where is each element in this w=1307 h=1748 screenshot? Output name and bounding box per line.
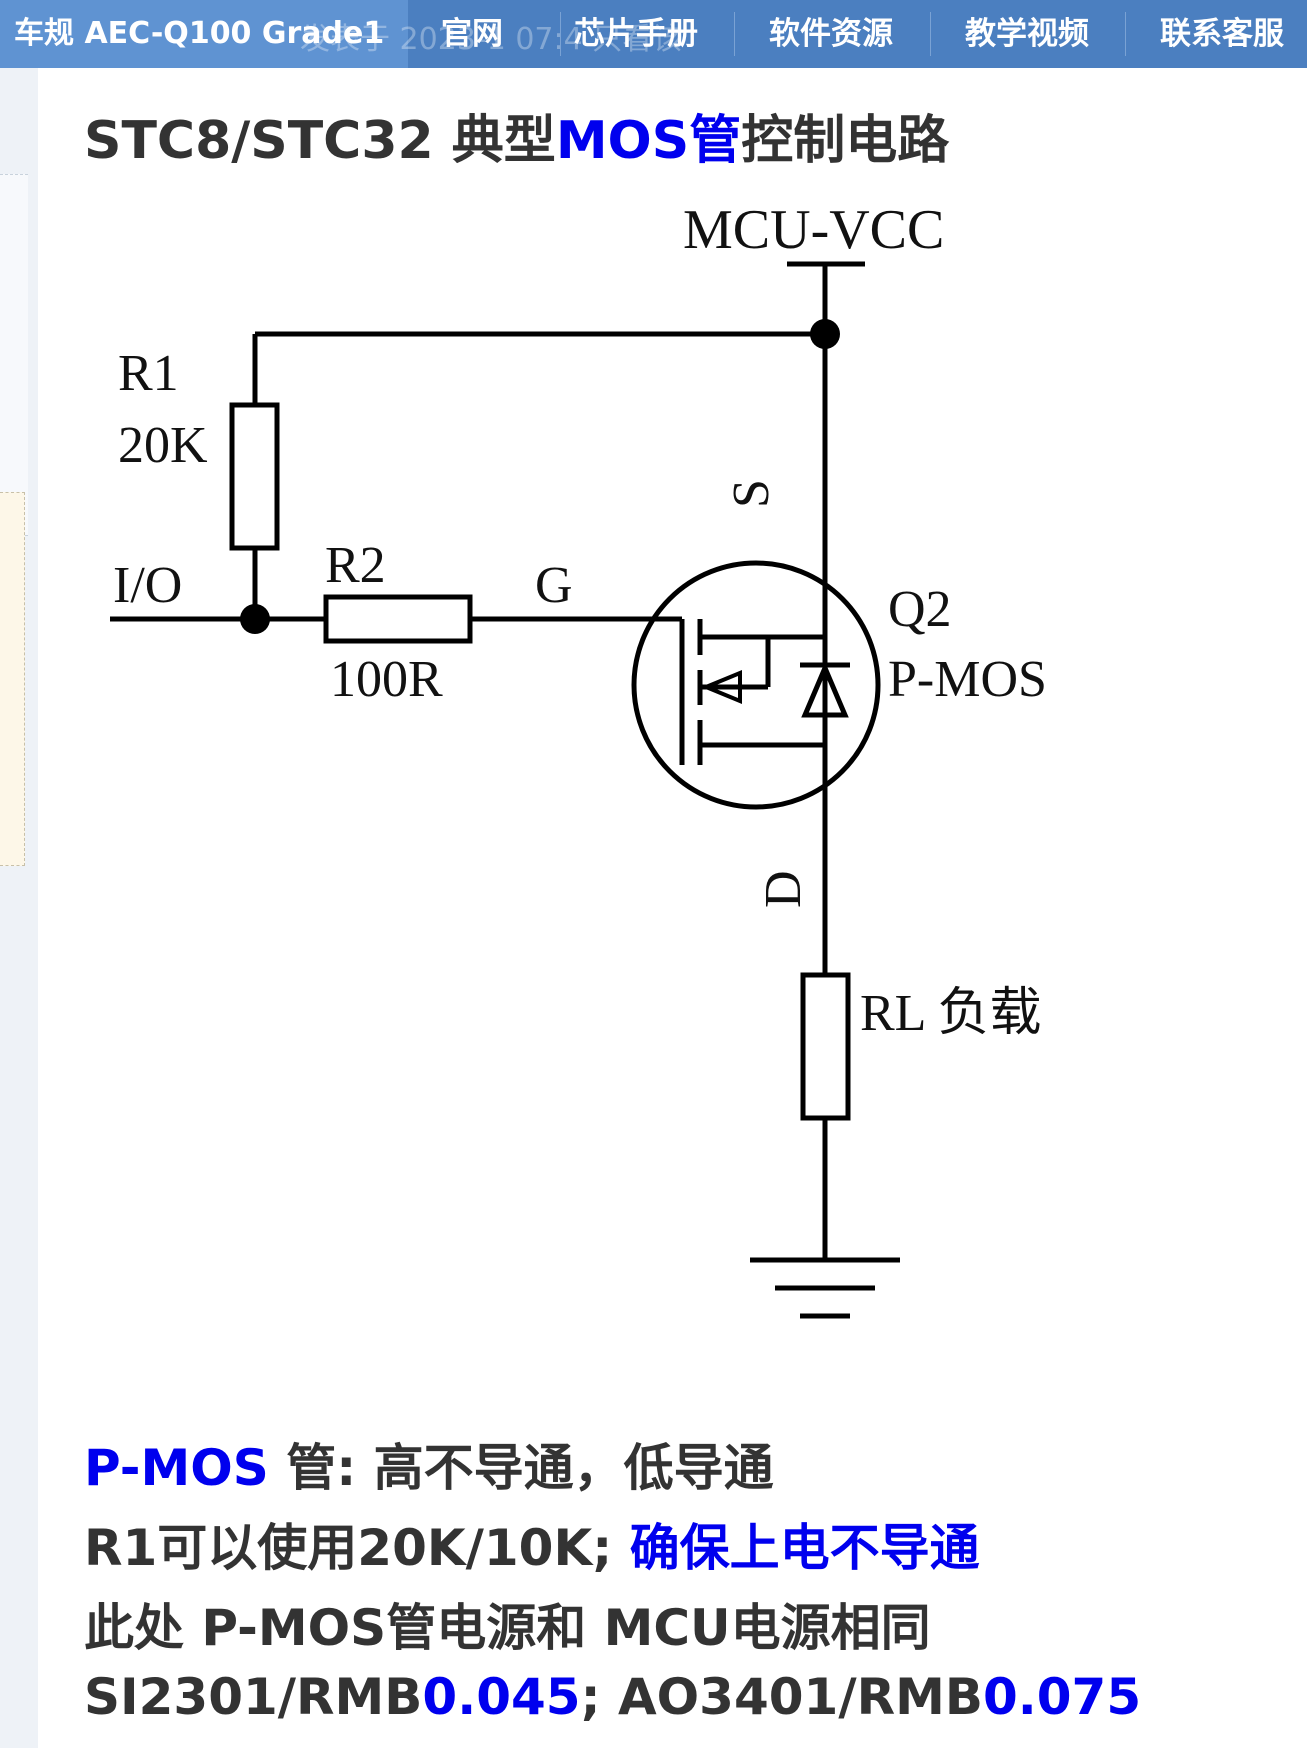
nav-contact-support[interactable]: 联系客服	[1160, 16, 1284, 52]
title-prefix: STC8/STC32 典型	[84, 111, 556, 171]
desc-line-1: P-MOS 管: 高不导通，低导通	[84, 1428, 774, 1500]
title-highlight: MOS管	[555, 111, 742, 171]
nav-software[interactable]: 软件资源	[769, 16, 893, 52]
vcc-label: MCU-VCC	[683, 199, 944, 261]
r1-value-label: 20K	[118, 417, 208, 474]
nav-divider	[930, 12, 931, 56]
left-gutter	[0, 68, 38, 1748]
r1-resistor	[229, 402, 280, 551]
brand-label[interactable]: 车规 AEC-Q100 Grade1	[0, 0, 408, 68]
nav-divider	[560, 12, 561, 56]
r2-resistor	[323, 594, 473, 644]
channel-arrow	[700, 670, 742, 704]
top-nav-bar: 车规 AEC-Q100 Grade1 发表于 2023-1 07:4 只看该 官…	[0, 0, 1307, 68]
part-si2301: SI2301/RMB	[84, 1668, 423, 1726]
price-ao3401: 0.075	[982, 1668, 1142, 1726]
junction-dot	[240, 604, 270, 634]
desc-line-3: 此处 P-MOS管电源和 MCU电源相同	[84, 1599, 931, 1657]
mos-control-schematic: MCU-VCC R1 20K I/O R2 100R G Q2 P-MOS S …	[110, 199, 1047, 1319]
side-panel-note	[0, 492, 25, 866]
drain-label: D	[755, 870, 812, 908]
post-meta-ghost-text: 发表于 2023-1 07:4 只看该	[300, 22, 683, 57]
nav-official-site[interactable]: 官网	[441, 16, 503, 52]
r1-name-label: R1	[118, 345, 179, 402]
r2-value-label: 100R	[330, 651, 443, 708]
nav-divider	[1125, 12, 1126, 56]
post-content: STC8/STC32 典型MOS管控制电路	[38, 68, 1307, 1748]
pmos-highlight: P-MOS	[84, 1439, 269, 1497]
load-resistor	[800, 972, 851, 1121]
gate-label: G	[535, 557, 573, 614]
desc-line-2: R1可以使用20K/10K; 确保上电不导通	[84, 1508, 980, 1580]
part-ao3401: ; AO3401/RMB	[580, 1668, 983, 1726]
nav-divider	[734, 12, 735, 56]
io-label: I/O	[113, 557, 182, 614]
desc-line-4: SI2301/RMB0.045; AO3401/RMB0.075	[84, 1668, 1141, 1726]
title-suffix: 控制电路	[741, 111, 950, 171]
poweron-highlight: 确保上电不导通	[629, 1519, 980, 1577]
desc-line-1-text: 管: 高不导通，低导通	[268, 1439, 774, 1497]
q-name-label: Q2	[888, 581, 952, 638]
nav-tutorial-videos[interactable]: 教学视频	[965, 16, 1089, 52]
nav-datasheets[interactable]: 芯片手册	[574, 16, 698, 52]
r2-name-label: R2	[325, 537, 386, 594]
source-label: S	[723, 479, 780, 508]
side-panel	[0, 174, 28, 536]
desc-line-2-text: R1可以使用20K/10K;	[84, 1519, 630, 1577]
pmos-symbol	[631, 560, 881, 810]
price-si2301: 0.045	[422, 1668, 581, 1726]
load-label: RL 负载	[860, 985, 1042, 1042]
q-type-label: P-MOS	[888, 651, 1047, 708]
body-diode	[801, 661, 849, 718]
junction-dot	[810, 319, 840, 349]
page-title: STC8/STC32 典型MOS管控制电路	[84, 98, 949, 173]
